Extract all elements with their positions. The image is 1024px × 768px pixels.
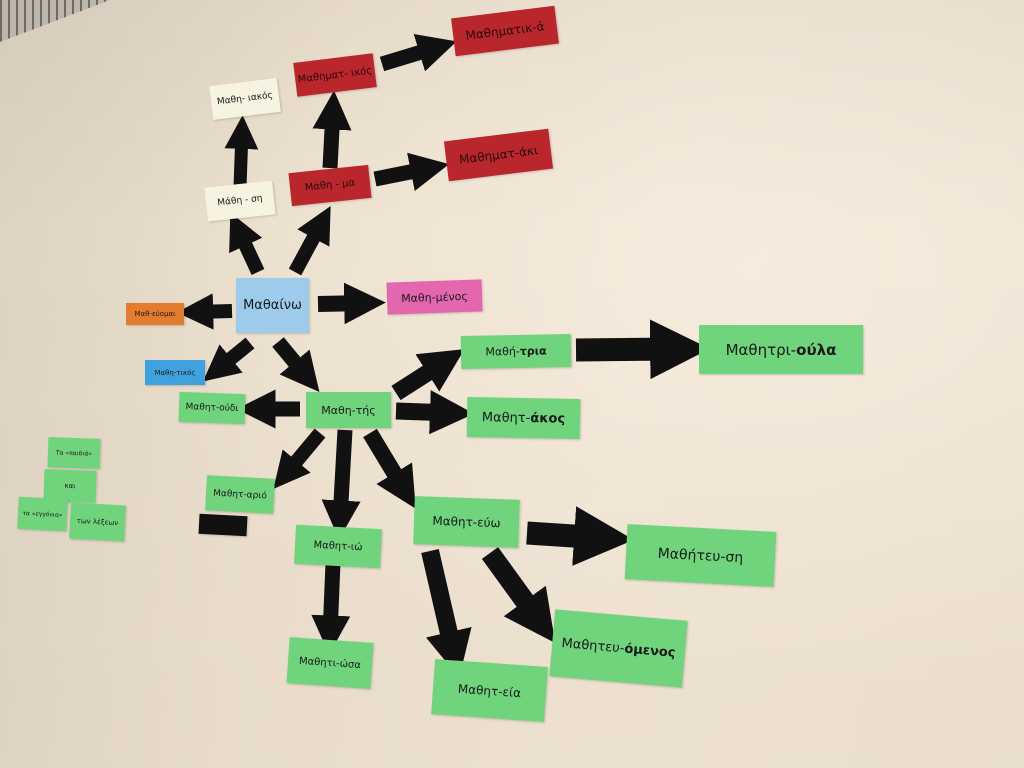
arrow [176,293,233,330]
card-mathi-tria: Μαθή-τρια [460,334,572,369]
arrow [224,115,259,188]
arrow [395,390,475,435]
card-mathit-eia: Μαθητ-εία [431,659,548,722]
arrow [391,349,465,401]
card-mathiteu-si: Μαθήτευ-ση [624,524,777,587]
card-mathit-akos: Μαθητ-άκος [466,397,581,439]
card-mathi-si: Μάθη - ση [204,180,276,222]
card-mathi-menos: Μαθη-μένος [386,279,483,315]
card-mathit-akos-suffix: άκος [530,410,566,427]
card-mathit-ario: Μαθητ-αριό [205,475,275,514]
legend-line-3a: τα «εγγόνια» [17,496,68,532]
arrow [317,282,386,325]
arrow [321,429,361,540]
card-mathitri-oula: Μαθητρι-ούλα [699,325,863,374]
arrow [272,337,320,393]
card-mathaino: Μαθαίνω [236,278,309,333]
arrow [526,506,634,566]
arrow [288,205,331,276]
card-mathitri-suffix: ούλα [796,340,837,359]
card-mathiteu-omenos: Μαθητευ-όμενος [549,609,688,688]
arrow [202,337,255,382]
arrow [312,90,352,169]
card-mathi-tria-suffix: τρια [519,344,547,358]
card-mathit-oudi: Μαθητ-ούδι [178,391,246,425]
arrow [273,428,326,489]
arrow [421,548,472,678]
card-mathit-euo: Μαθητ-εύω [413,496,520,548]
arrow [311,562,351,655]
arrow [229,212,265,275]
arrow [481,547,556,644]
card-mathiti-osa: Μαθητι-ώσα [286,637,374,689]
arrow [363,428,416,509]
card-mathi-tria-stem: Μαθή- [485,344,520,359]
card-mathit-akos-stem: Μαθητ- [481,409,531,426]
legend-line-3b: των λέξεων [69,502,126,542]
card-mathiteu-stem: Μαθητευ- [560,636,626,657]
card-mathi-eumai: Μαθ-εύομαι [126,303,184,325]
card-mathiteu-suffix: όμενος [623,641,677,661]
card-mathi-tikos: Μαθη-τικός [145,360,205,385]
legend-line-1: Τα «παιδιά» [47,437,101,469]
black-strip [198,513,248,537]
card-mathi-tis: Μαθη-τής [306,392,391,428]
card-mathit-io: Μαθητ-ιώ [294,524,382,569]
arrow [575,319,710,380]
arrow [379,34,457,72]
arrow [373,152,450,191]
card-mathitri-stem: Μαθητρι- [725,340,797,359]
